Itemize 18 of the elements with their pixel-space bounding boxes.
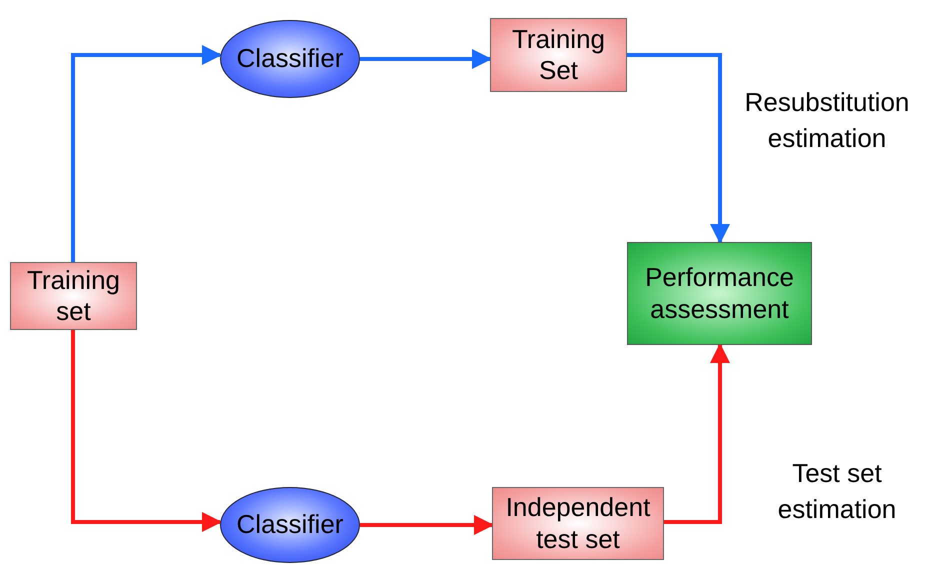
node-label: Training set (26, 264, 121, 328)
node-label: Training Set (511, 24, 606, 86)
node-label: Independent test set (504, 492, 652, 555)
node-label: Performance assessment (644, 262, 795, 325)
arrow (627, 53, 730, 244)
arrow (71, 45, 222, 262)
annotation-text: Test set estimation (776, 457, 898, 526)
arrow (664, 343, 730, 524)
arrow (71, 330, 222, 532)
arrow (360, 49, 492, 69)
process-box (492, 487, 664, 560)
node-label: Classifier (236, 43, 344, 75)
process-box (490, 18, 627, 92)
arrow (360, 515, 494, 535)
node-label: Classifier (236, 509, 344, 541)
annotation-text: Resubstitution estimation (744, 86, 910, 156)
process-box (627, 242, 812, 345)
process-box (10, 262, 137, 330)
